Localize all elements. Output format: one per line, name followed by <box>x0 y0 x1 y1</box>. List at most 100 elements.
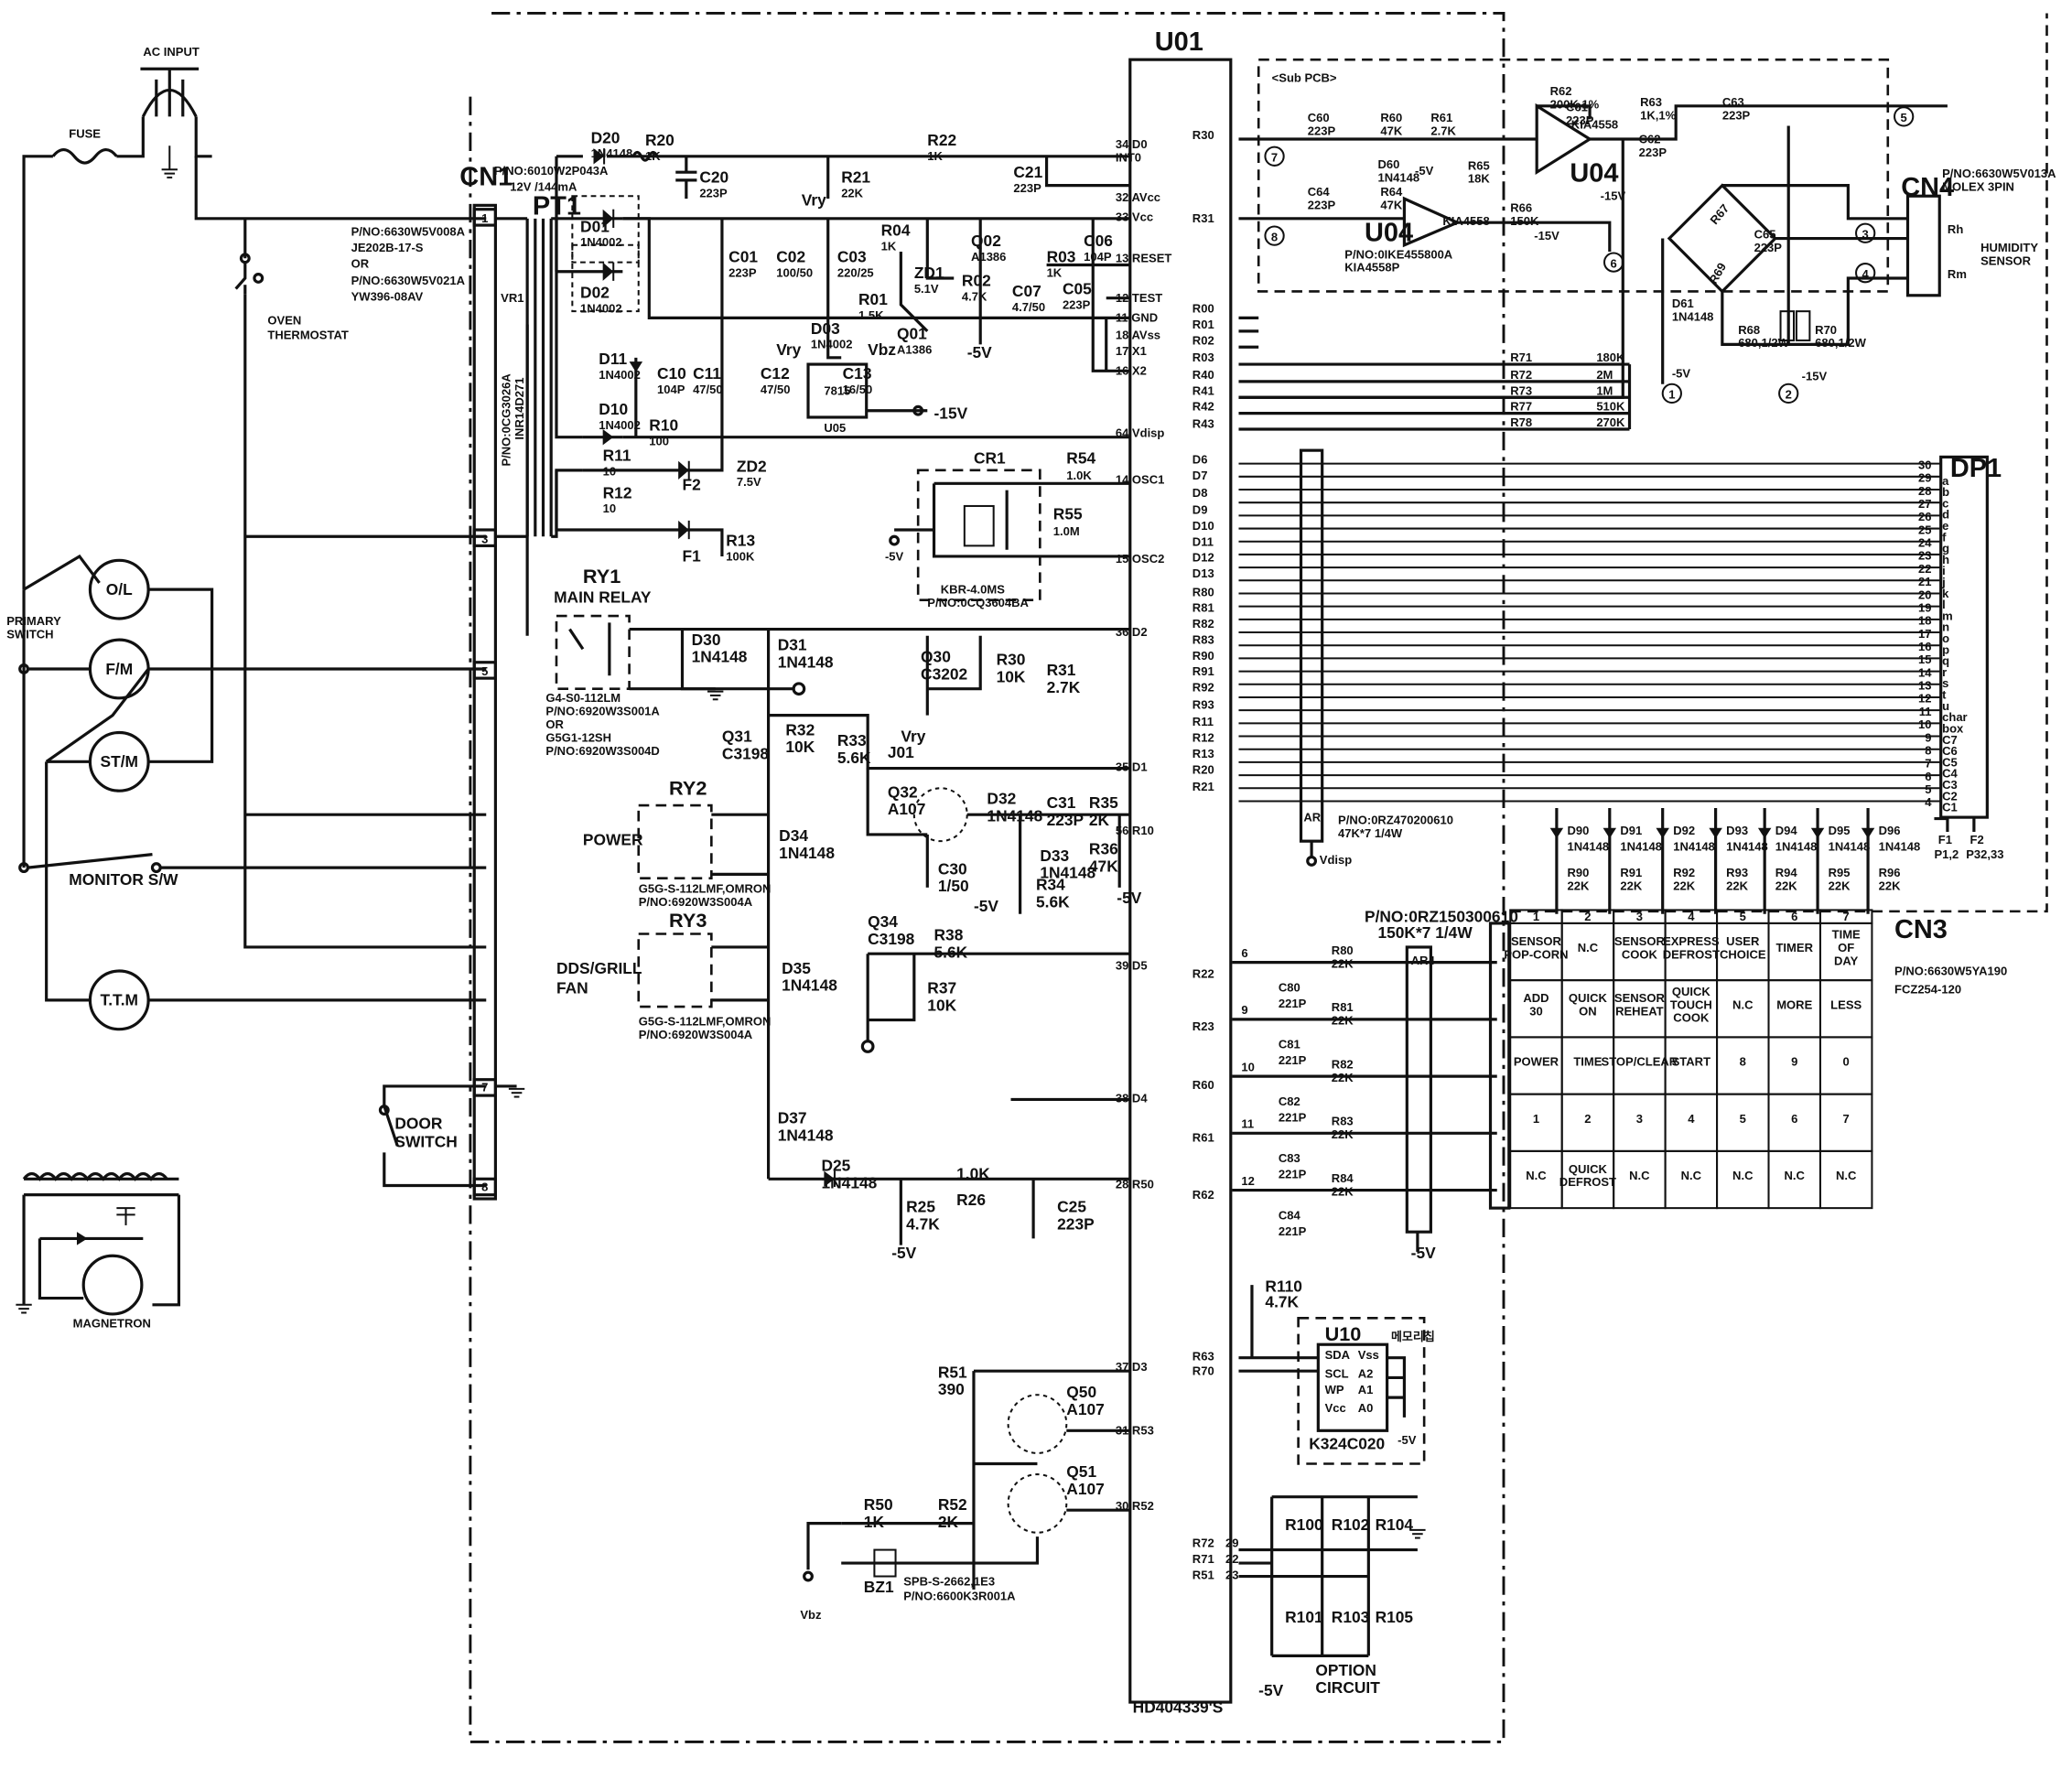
display-resistor-label: R94 <box>1775 866 1798 879</box>
rail-label: -5V <box>1258 1681 1283 1699</box>
keypad-key-label: 1 <box>1533 1112 1539 1126</box>
r77-label: R77 <box>1510 400 1532 414</box>
keypad-key-label: LESS <box>1830 997 1862 1011</box>
r73-label: R73 <box>1510 383 1532 397</box>
keypad-row-pin: 6 <box>1241 946 1247 960</box>
dp1-display <box>1939 455 1989 819</box>
c05-value: 223P <box>1063 297 1091 311</box>
r110-value: 4.7K <box>1265 1293 1299 1311</box>
circled-node-label: 1 <box>1668 388 1675 402</box>
display-diode-part: 1N4148 <box>1567 839 1609 853</box>
q02-value: A1386 <box>971 250 1006 264</box>
circled-node-label: 4 <box>1862 267 1870 281</box>
keypad-key-label: 4 <box>1688 1112 1695 1126</box>
r30-value: 10K <box>997 667 1026 685</box>
osc-part: KBR-4.0MS <box>941 582 1005 596</box>
ry2-label: RY2 <box>669 777 707 800</box>
u01-pin-right: R01 <box>1192 318 1214 331</box>
u01-pin: 32 AVcc <box>1116 190 1160 204</box>
rail-label: -5V <box>1415 164 1434 178</box>
r03-value: 1K <box>1047 266 1063 280</box>
cn1-label: CN1 <box>459 163 513 192</box>
u10-pin: SDA <box>1325 1348 1351 1362</box>
keypad-key-label: POWER <box>1514 1055 1559 1069</box>
regulator-label: 7815 <box>824 383 850 397</box>
dp1-pin: 4 <box>1925 795 1932 809</box>
j01-label: J01 <box>888 743 914 761</box>
q34-label: Q34 <box>868 912 898 931</box>
keypad-res-value: 22K <box>1332 1127 1354 1141</box>
r11-label: R11 <box>603 447 631 465</box>
ry3-label: RY3 <box>669 909 707 932</box>
u01-pin-right: R71 <box>1192 1552 1214 1566</box>
q34-value: C3198 <box>868 930 915 948</box>
c60-label: C60 <box>1308 111 1330 124</box>
dp1-segment: n <box>1942 620 1949 634</box>
r25-label: R25 <box>906 1197 935 1215</box>
c20-value: 223P <box>699 187 728 200</box>
keypad-key-label: 6 <box>1791 1112 1797 1126</box>
eeprom-note: 메모리칩 <box>1391 1330 1435 1343</box>
option-pin: 29 <box>1225 1536 1238 1550</box>
bz1-part: P/NO:6600K3R001A <box>903 1590 1016 1603</box>
keypad-res-value: 22K <box>1332 1071 1354 1084</box>
dp1-pin: 11 <box>1919 705 1932 718</box>
dp1-segment: q <box>1942 654 1949 668</box>
r72-label: R72 <box>1510 368 1532 382</box>
q32-label: Q32 <box>888 782 918 801</box>
d10-value: 1N4002 <box>599 418 641 432</box>
keypad-key-label: MORE <box>1776 997 1812 1011</box>
u01-pin-right: D11 <box>1192 534 1214 548</box>
option-resistor: R102 <box>1332 1515 1370 1534</box>
motor-label: ST/M <box>101 752 138 771</box>
rail-label: -5V <box>885 549 904 563</box>
r78-value: 270K <box>1596 415 1625 429</box>
r70-value: 680,1/2W <box>1815 336 1866 350</box>
keypad-key-label: DEFROST <box>1559 1175 1616 1189</box>
display-diode-label: D94 <box>1775 824 1798 837</box>
d33-value: 1N4148 <box>1040 864 1095 882</box>
r68-label: R68 <box>1738 323 1760 337</box>
q01-value: A1386 <box>897 342 932 356</box>
r55-value: 1.0M <box>1053 524 1080 538</box>
ry1-part: G5G1-12SH <box>545 731 611 745</box>
c13-label: C13 <box>843 364 872 383</box>
q50-value: A107 <box>1066 1400 1105 1418</box>
r55-label: R55 <box>1053 504 1083 523</box>
u01-pin-right: R00 <box>1192 302 1214 316</box>
circled-node <box>1855 222 1876 243</box>
keypad-key-label: DAY <box>1834 954 1859 968</box>
keypad-key-label: COOK <box>1622 947 1658 961</box>
dp1-label: DP1 <box>1950 454 2002 483</box>
r04-value: 1K <box>881 240 897 253</box>
r63-value: 1K,1% <box>1640 108 1676 122</box>
d31-value: 1N4148 <box>778 653 834 672</box>
ac-input-label: AC INPUT <box>143 45 200 59</box>
r73-value: 1M <box>1596 383 1613 397</box>
c63-label: C63 <box>1722 95 1744 109</box>
option-resistor: R105 <box>1376 1608 1414 1626</box>
c31-label: C31 <box>1047 793 1076 812</box>
c02-value: 100/50 <box>776 266 813 280</box>
keypad-key-label: TIME <box>1573 1055 1602 1069</box>
r34-value: 5.6K <box>1036 893 1070 911</box>
keypad-res-value: 22K <box>1332 1184 1354 1198</box>
f-pin: P1,2 <box>1934 847 1959 861</box>
keypad-row-cap: C82 <box>1279 1094 1300 1108</box>
r20-label: R20 <box>645 131 674 149</box>
u01-pin-right: R02 <box>1192 333 1214 347</box>
keypad-row-cap: C81 <box>1279 1038 1300 1051</box>
u04-label: U04 <box>1570 158 1618 188</box>
u01-pin-right: D9 <box>1192 503 1208 517</box>
keypad-key-label: EXPRESS <box>1663 934 1720 948</box>
keypad-key-label: N.C <box>1526 1169 1547 1182</box>
keypad-matrix <box>1232 909 1873 1252</box>
c60-value: 223P <box>1308 124 1336 138</box>
u01-pin-right: R91 <box>1192 664 1214 678</box>
u01-pin-right: D7 <box>1192 469 1208 482</box>
bz1-label: BZ1 <box>864 1578 894 1596</box>
humidity-sensor-label: SENSOR <box>1980 254 2032 268</box>
option-pin: 22 <box>1225 1552 1238 1566</box>
zd1-label: ZD1 <box>914 264 944 282</box>
display-resistor-label: R92 <box>1673 866 1695 879</box>
